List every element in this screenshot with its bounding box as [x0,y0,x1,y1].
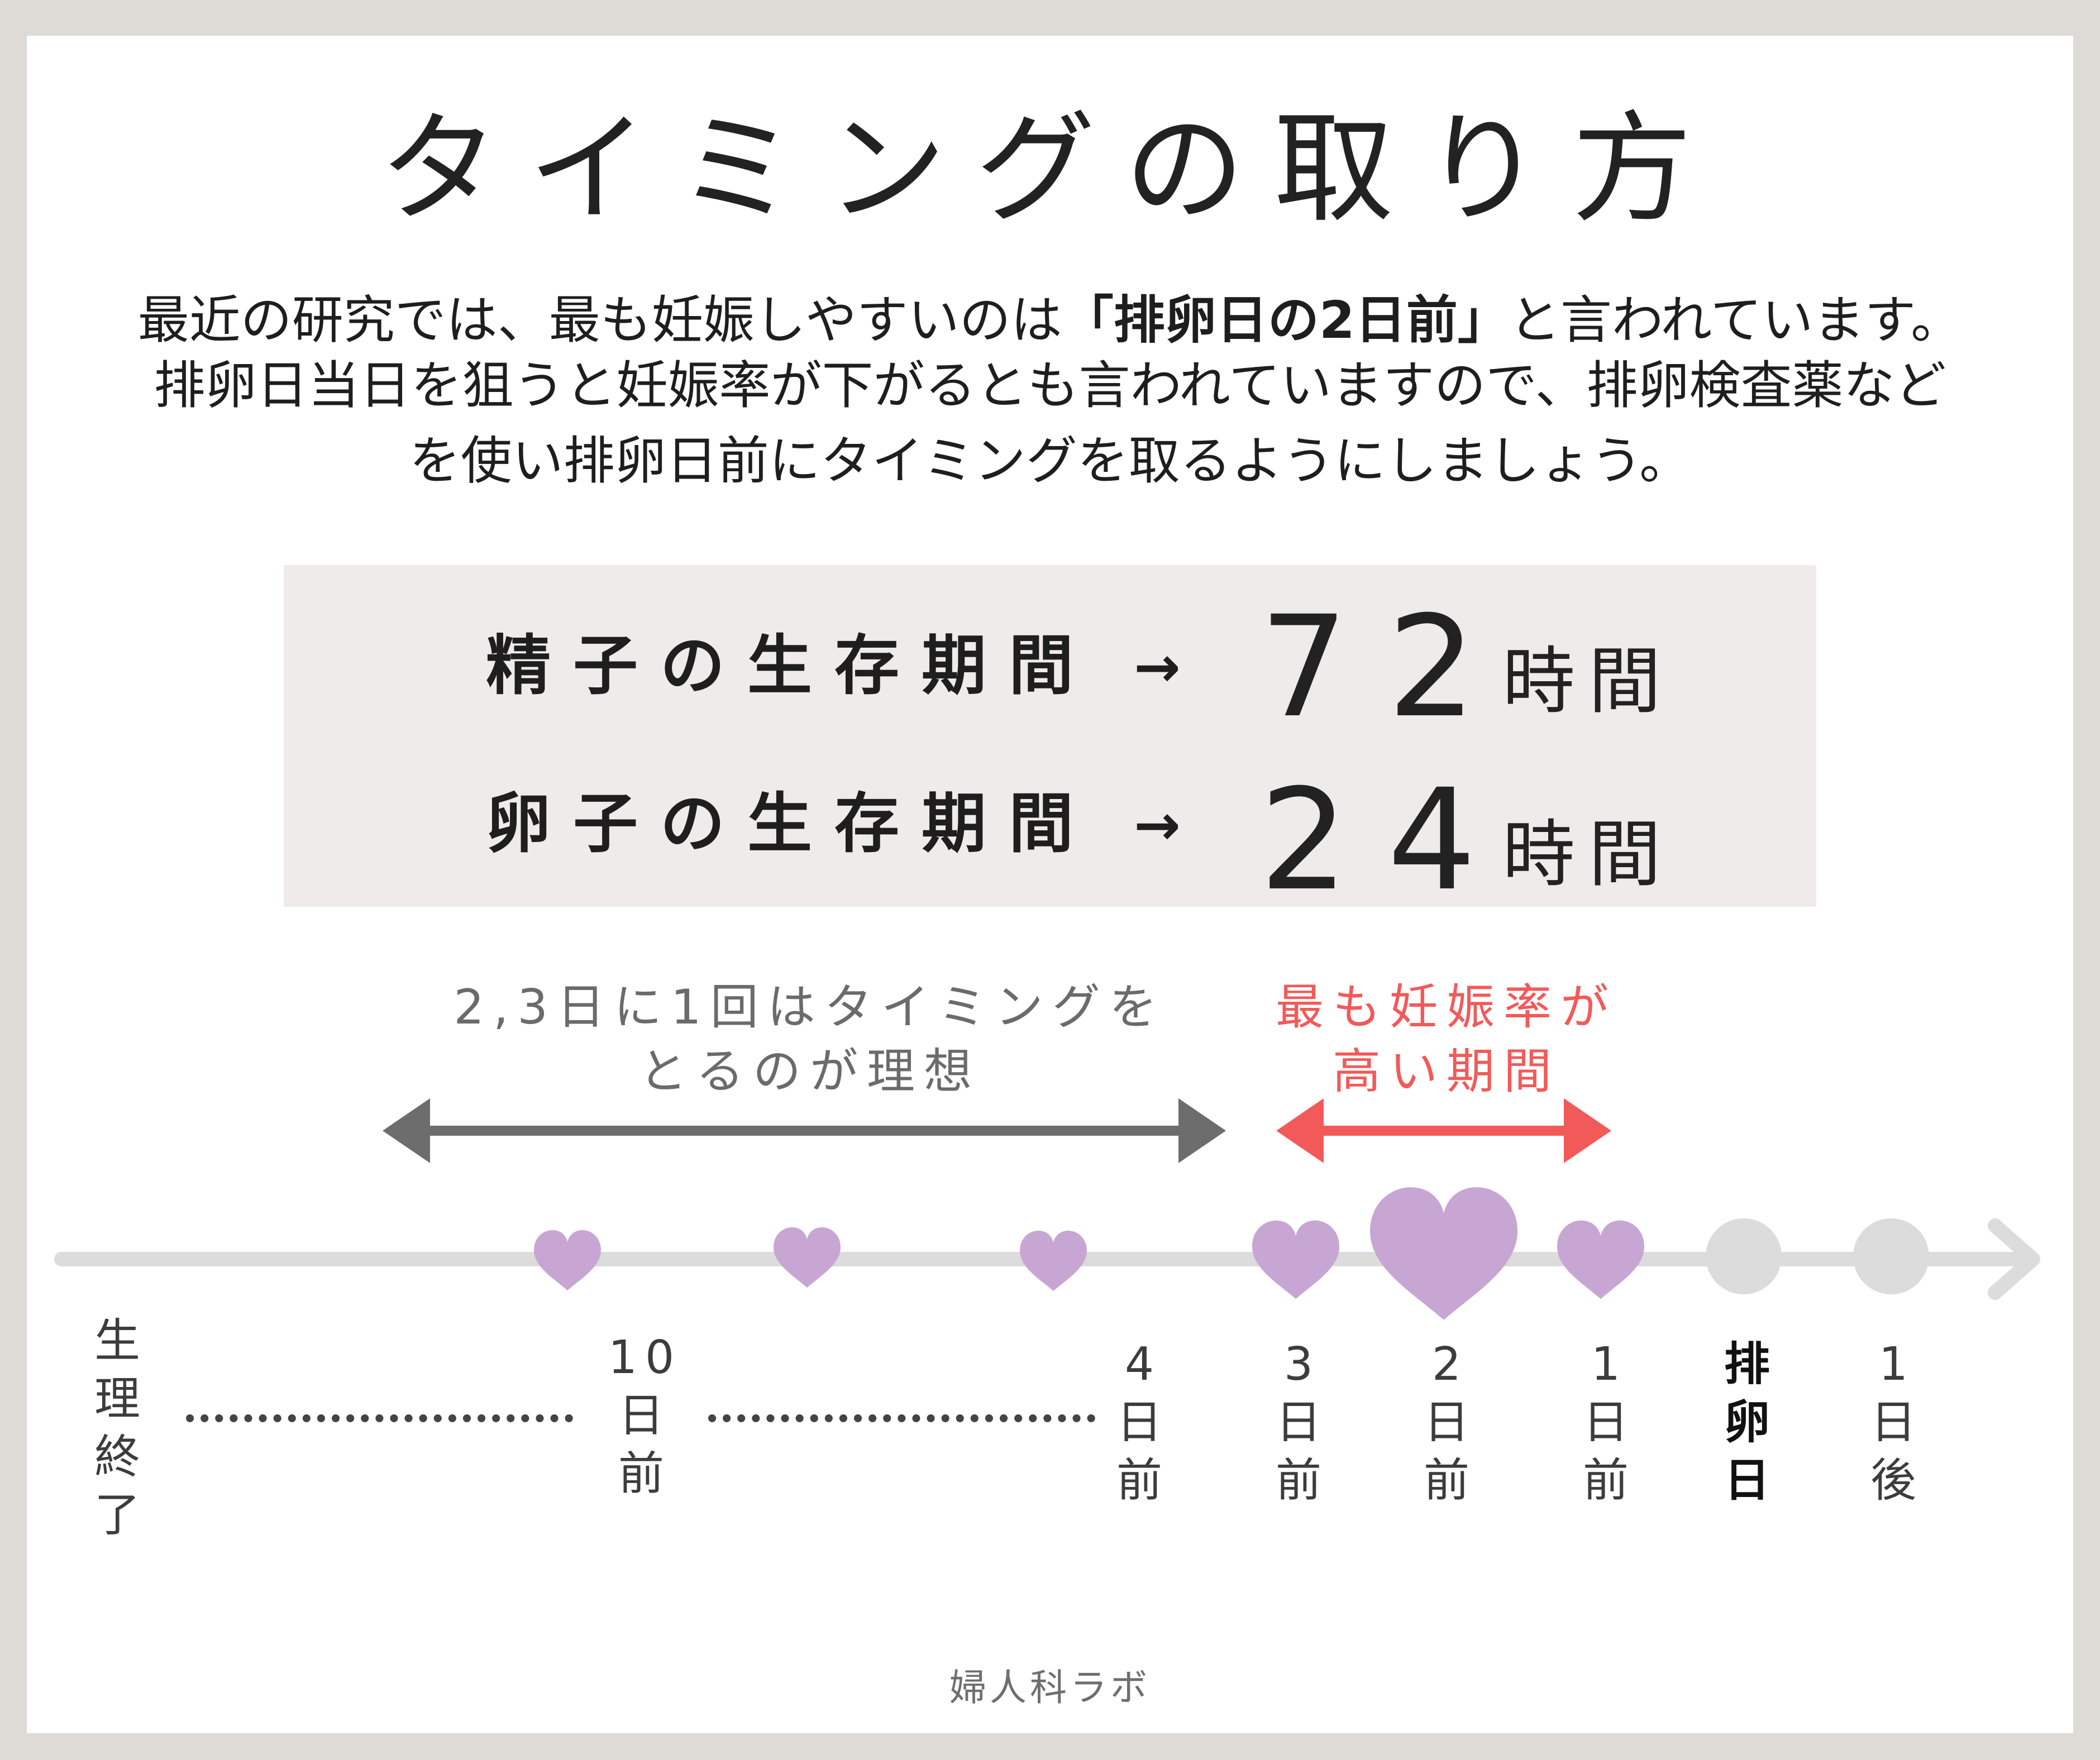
intro-line-2: 排卵日当日を狙うと妊娠率が下がるとも言われていますので、排卵検査薬など [154,356,1946,415]
best-range-arrow [1276,1098,1611,1163]
ideal-range-arrow [383,1098,1226,1163]
intro-line-1: 最近の研究では、最も妊娠しやすいのは「排卵日の2日前」と言われています。 [0,295,2100,346]
brand-logo-text: 婦人科ラボ [949,1666,1151,1709]
best-range-label-line-1: 最も妊娠率が [1276,979,1617,1035]
label-1-day-after: 1 日 後 [1870,1338,1916,1508]
best-range-label: 最も妊娠率が 高い期間 [1218,975,1676,1104]
egg-arrow: → [1134,792,1181,858]
label-10-days-before: 10 日 前 [608,1331,682,1501]
intro-line-3: を使い排卵日前にタイミングを取るようにしましょう。 [409,431,1691,491]
heart-icon-day3 [1252,1220,1339,1299]
heart-icon-day10 [534,1230,601,1290]
survival-box [284,565,1816,907]
ideal-range-label-line-1: 2,3日に1回はタイミングを [454,979,1166,1035]
intro-line-1-highlight: 「排卵日の2日前」 [1062,290,1509,350]
label-4-days-before: 4 日 前 [1116,1338,1162,1508]
sperm-hours: 72 [1259,586,1516,748]
heart-icon-day2 [1370,1187,1517,1320]
label-ovulation-day: 排 卵 日 [1724,1338,1770,1508]
ideal-range-label: 2,3日に1回はタイミングを とるのが理想 [369,975,1251,1104]
label-period-end: 生 理 終 了 [94,1314,140,1542]
heart-icon-day4 [1020,1231,1087,1291]
egg-hours: 24 [1259,759,1516,921]
intro-line-1-pre: 最近の研究では、最も妊娠しやすいのは [137,290,1062,350]
sperm-hours-unit: 時間 [1502,639,1675,724]
page-title: タイミングの取り方 [379,99,1721,239]
sperm-arrow: → [1134,634,1181,700]
label-3-days-before: 3 日 前 [1275,1338,1321,1508]
sperm-survival-label: 精子の生存期間 [486,628,1096,704]
best-range-label-line-2: 高い期間 [1333,1044,1560,1100]
after-ovulation-dot [1853,1218,1929,1294]
egg-hours-unit: 時間 [1502,812,1675,897]
heart-icon-day1 [1557,1220,1644,1299]
egg-survival-label: 卵子の生存期間 [486,786,1096,862]
label-1-day-before: 1 日 前 [1582,1338,1629,1508]
ideal-range-label-line-2: とるのが理想 [639,1044,981,1100]
ovulation-day-dot [1706,1218,1782,1294]
intro-line-1-post: と言われています。 [1509,290,1963,350]
label-2-days-before: 2 日 前 [1423,1338,1469,1508]
heart-icon-day7 [774,1227,841,1288]
